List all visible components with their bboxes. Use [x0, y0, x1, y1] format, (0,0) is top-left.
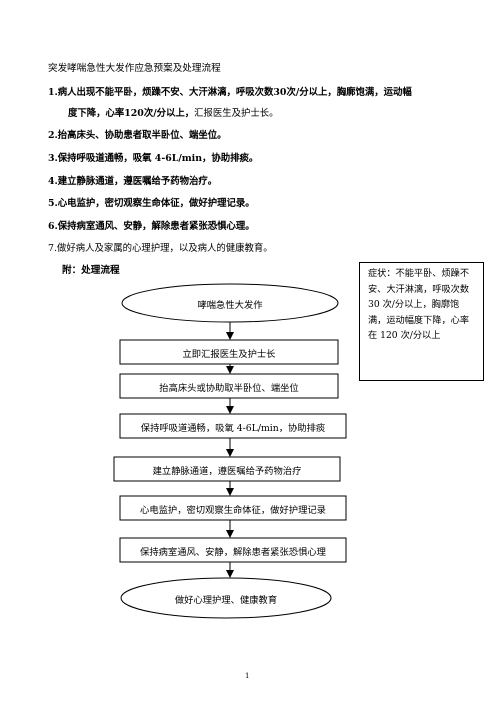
item-1-line-2-bold: 度下降，心率120次/分以上，	[68, 108, 195, 119]
node-6-label: 心电监护，密切观察生命体征，做好护理记录	[140, 505, 326, 516]
appendix-label: 附：处理流程	[62, 265, 120, 276]
item-1-line-2: 度下降，心率120次/分以上，汇报医生及护士长。	[68, 105, 279, 119]
node-2-label: 立即汇报医生及护士长	[182, 349, 276, 360]
item-2: 2.抬高床头、协助患者取半卧位、端坐位。	[48, 130, 227, 141]
item-1-line-1: 1.病人出现不能平卧，烦躁不安、大汗淋漓，呼吸次数30次/分以上，胸廓饱满，运动…	[48, 87, 412, 98]
node-7-box	[119, 537, 347, 563]
document-title: 突发哮喘急性大发作应急预案及处理流程	[48, 63, 221, 74]
node-4-box	[119, 413, 347, 439]
node-1-label: 哮喘急性大发作	[197, 300, 263, 311]
item-6: 6.保持病室通风、安静，解除患者紧张恐惧心理。	[48, 221, 255, 232]
node-5-label: 建立静脉通道，遵医嘱给予药物治疗	[152, 466, 302, 477]
node-6-box	[119, 495, 347, 521]
node-4-label: 保持呼吸道通畅，吸氧 4-6L/min，协助排痰	[140, 423, 326, 434]
item-5: 5.心电监护，密切观察生命体征，做好护理记录。	[48, 198, 255, 209]
node-3-box	[119, 373, 339, 399]
node-8-label: 做好心理护理、健康教育	[174, 595, 278, 606]
item-1-line-2-normal: 汇报医生及护士长。	[194, 108, 279, 119]
node-end-ellipse	[120, 577, 332, 619]
page-number: 1	[245, 672, 250, 680]
item-7: 7.做好病人及家属的心理护理，以及病人的健康教育。	[48, 243, 273, 254]
node-2-box	[119, 339, 339, 365]
item-4: 4.建立静脉通道，遵医嘱给予药物治疗。	[48, 176, 218, 187]
item-3: 3.保持呼吸道通畅，吸氧 4-6L/min，协助排痰。	[48, 153, 259, 164]
node-5-box	[113, 456, 341, 482]
node-7-label: 保持病室通风、安静，解除患者紧张恐惧心理	[140, 547, 326, 558]
node-3-label: 抬高床头或协助取半卧位、端坐位	[159, 383, 299, 394]
symptom-box: 症状：不能平卧、烦躁不安、大汗淋漓，呼吸次数 30 次/分以上，胸廓饱满，运动幅…	[359, 262, 484, 381]
